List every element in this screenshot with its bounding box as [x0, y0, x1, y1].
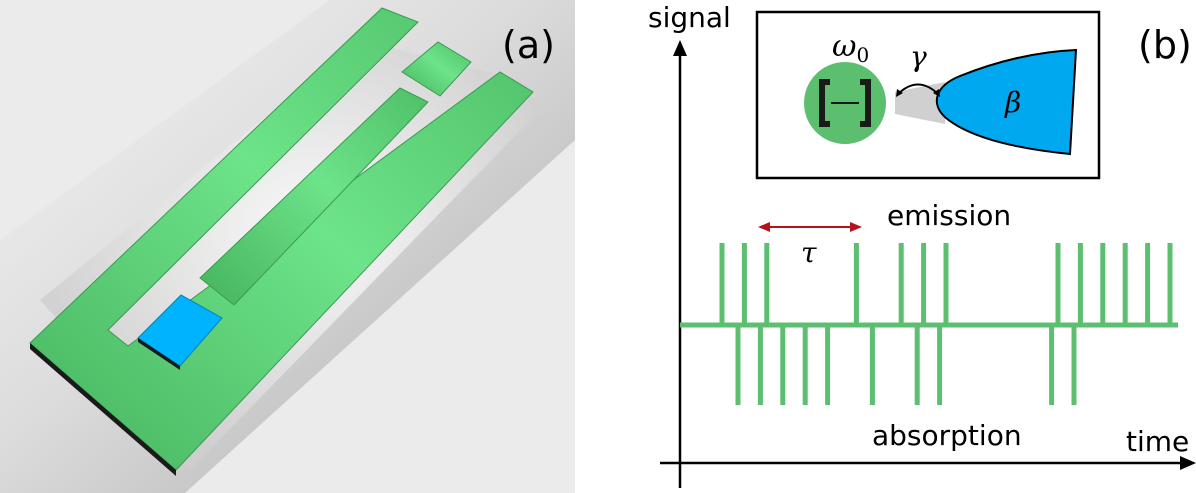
panel-a-label: (a) — [502, 23, 555, 67]
emission-label: emission — [887, 199, 1011, 232]
absorption-pulse — [914, 325, 920, 405]
absorption-pulse — [735, 325, 741, 405]
absorption-pulse — [869, 325, 875, 405]
emission-pulse — [898, 243, 904, 325]
top-resonator-pad — [401, 41, 472, 97]
absorption-pulse — [937, 325, 943, 405]
gamma-arrow-left-head — [896, 89, 903, 97]
coupling-channel — [895, 82, 945, 124]
resonator-bracket-right — [860, 79, 871, 127]
beta-label: β — [1004, 86, 1021, 119]
gamma-arrow-right-head — [933, 89, 940, 97]
gamma-label: γ — [910, 40, 927, 73]
absorption-pulse — [802, 325, 808, 405]
absorption-pulse — [780, 325, 786, 405]
pulse-train — [719, 243, 1173, 405]
tau-interval-arrow — [758, 222, 862, 232]
gamma-arrow-curve — [898, 83, 938, 94]
emission-pulse — [943, 243, 949, 325]
tau-arrow-left-head — [758, 222, 770, 232]
emission-pulse — [1122, 243, 1128, 325]
middle-resonator-strip — [199, 87, 429, 306]
outer-resonator-edge-shadow — [30, 343, 176, 476]
omega-subscript: 0 — [856, 43, 869, 67]
emission-pulse — [741, 243, 747, 325]
panel-b: signal time (b) τ emission absorption — [648, 1, 1196, 488]
emission-pulse — [853, 243, 859, 325]
y-axis-arrow — [673, 40, 687, 56]
tau-label: τ — [801, 236, 817, 269]
absorption-pulse — [825, 325, 831, 405]
emission-pulse — [921, 243, 927, 325]
resonator-symbol-icon — [819, 79, 871, 127]
emission-pulse — [764, 243, 770, 325]
absorption-pulse — [757, 325, 763, 405]
blue-square-edge-shadow — [138, 338, 180, 370]
blue-square-element — [137, 294, 223, 367]
omega-symbol: ω — [832, 29, 856, 64]
x-axis-label: time — [1126, 425, 1189, 458]
emission-pulse — [1100, 243, 1106, 325]
omega-label: ω0 — [832, 29, 869, 67]
emission-pulse — [1077, 243, 1083, 325]
inset-schematic: ω0 γ β — [755, 10, 1101, 180]
emission-pulse — [1167, 243, 1173, 325]
gamma-coupling-arrow — [896, 83, 940, 97]
y-axis-label: signal — [648, 1, 731, 34]
panel-b-label: (b) — [1138, 23, 1192, 67]
emission-pulse — [1145, 243, 1151, 325]
absorption-pulse — [1071, 325, 1077, 405]
bath-shape — [935, 48, 1078, 156]
resonator-bracket-left — [819, 79, 830, 127]
x-axis-arrow — [1180, 456, 1196, 470]
absorption-pulse — [1049, 325, 1055, 405]
emission-pulse — [719, 243, 725, 325]
emission-pulse — [1055, 243, 1061, 325]
panel-a: (a) — [0, 0, 575, 493]
absorption-label: absorption — [872, 419, 1022, 452]
tau-arrow-right-head — [850, 222, 862, 232]
